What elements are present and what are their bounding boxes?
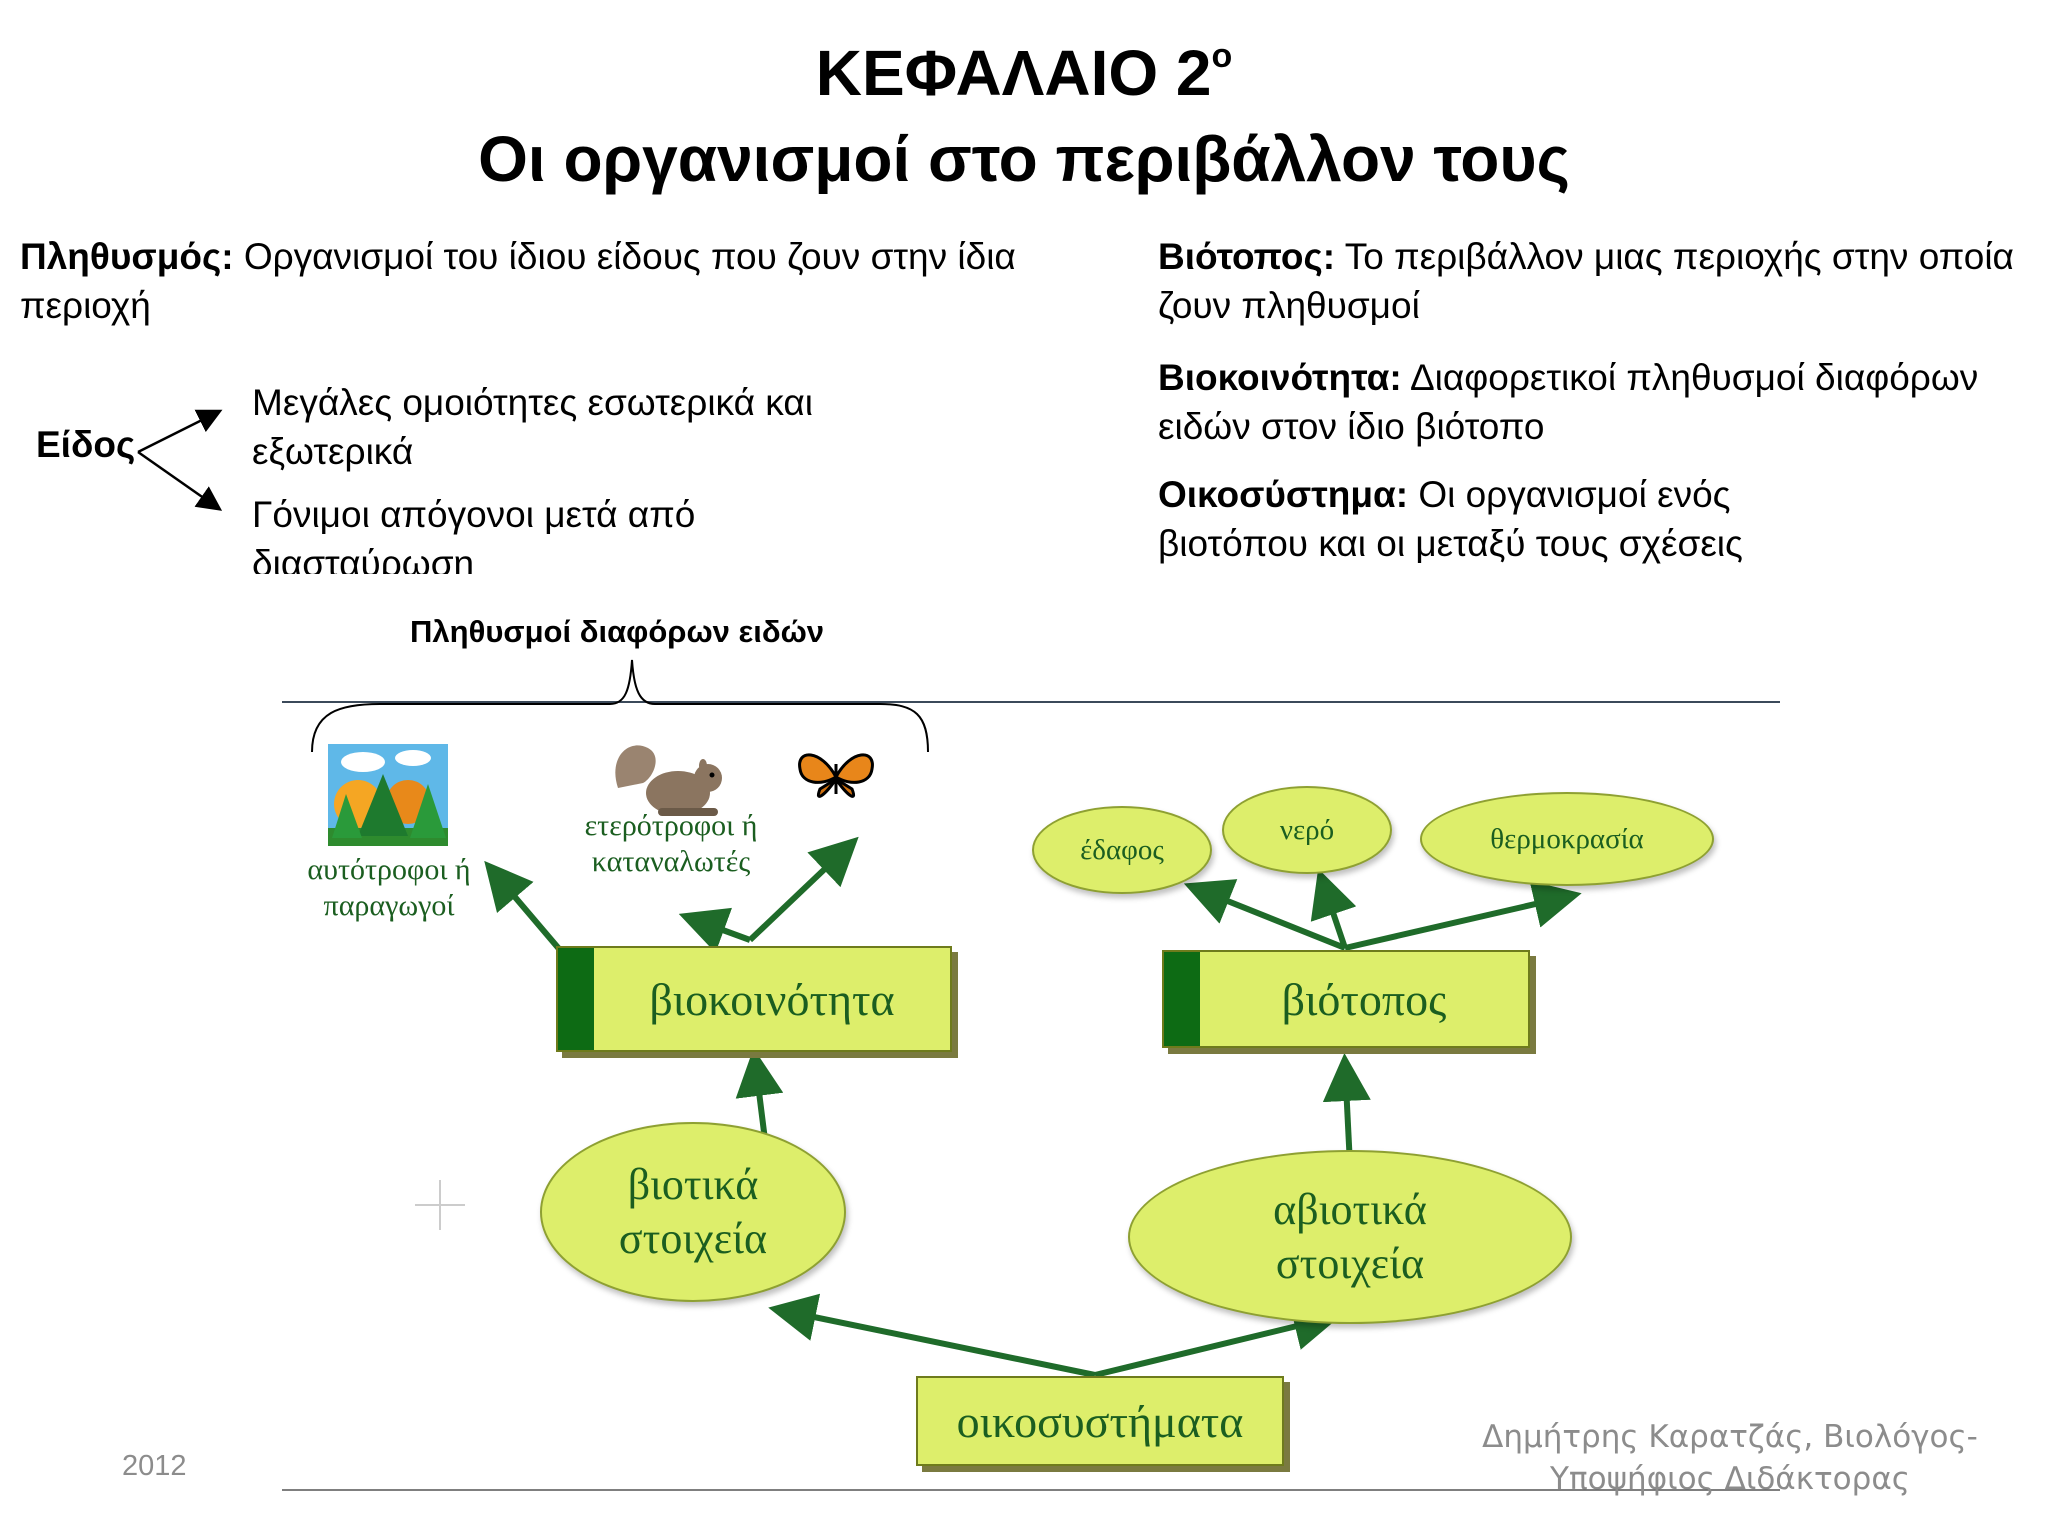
brace-label: Πληθυσμοί διαφόρων ειδών (410, 614, 825, 649)
temperature-ellipse: θερμοκρασία (1420, 792, 1714, 886)
population-definition: Πληθυσμός: Οργανισμοί του ίδιου είδους π… (20, 236, 1016, 326)
biocommunity-box: βιοκοινότητα (556, 946, 952, 1052)
biocommunity-definition: Βιοκοινότητα: Διαφορετικοί πληθυσμοί δια… (1158, 357, 1979, 447)
biocommunity-box-label: βιοκοινότητα (649, 973, 895, 1025)
biotic-ellipse: βιοτικά στοιχεία (540, 1122, 846, 1302)
soil-ellipse: έδαφος (1032, 806, 1212, 894)
squirrel-icon (615, 745, 722, 816)
footer-author: Δημήτρης Καρατζάς, Βιολόγος-Υποψήφιος Δι… (1482, 1419, 1978, 1497)
biotope-box-label: βιότοπος (1281, 973, 1447, 1025)
forest-icon (328, 744, 448, 846)
ecosystems-box: οικοσυστήματα (916, 1376, 1284, 1466)
chapter-subtitle: Οι οργανισμοί στο περιβάλλον τους (478, 123, 1570, 195)
ecosystems-box-label: οικοσυστήματα (956, 1395, 1244, 1447)
species-arrows (137, 409, 223, 511)
biotope-box-bar (1164, 952, 1200, 1046)
water-ellipse: νερό (1222, 786, 1392, 874)
biotope-definition: Βιότοπος: Το περιβάλλον μιας περιοχής στ… (1158, 236, 2014, 326)
heterotrophs-label: ετερότροφοι ή καταναλωτές (584, 809, 758, 878)
ecosystem-definition: Οικοσύστημα: Οι οργανισμοί ενός βιοτόπου… (1158, 474, 1743, 564)
footer-year: 2012 (122, 1450, 187, 1482)
biocommunity-box-bar (558, 948, 594, 1050)
biotope-box: βιότοπος (1162, 950, 1530, 1048)
abiotic-ellipse: αβιοτικά στοιχεία (1128, 1150, 1572, 1324)
autotrophs-label: αυτότροφοι ή παραγωγοί (307, 853, 471, 922)
species-term: Είδος (36, 424, 136, 465)
species-point-similarities: Μεγάλες ομοιότητες εσωτερικά και εξωτερι… (252, 382, 813, 472)
chapter-title: ΚΕΦΑΛΑΙΟ 2ο (815, 37, 1233, 109)
butterfly-icon (798, 753, 874, 798)
species-point-offspring: Γόνιμοι απόγονοι μετά από διασταύρωση (252, 494, 696, 574)
